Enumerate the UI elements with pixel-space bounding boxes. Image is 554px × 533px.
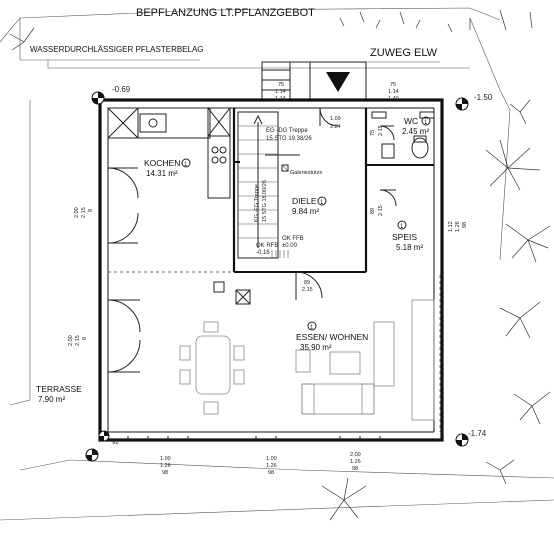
stair-upper-note: EG -DG Treppe xyxy=(266,128,308,134)
dim-bottom-3-2: 98 xyxy=(352,466,358,472)
dim-left-lower-2: 8 xyxy=(82,337,88,340)
stair-upper-steps: 15 STG 19.38/26 xyxy=(266,136,312,142)
stair-lower-steps: 15 STG 18.00/26 xyxy=(262,180,268,222)
dim-entry-left-1: 1.14 xyxy=(275,89,286,95)
entrance-note: ZUWEG ELW xyxy=(370,47,438,59)
ok-rfb-val: -0.16 xyxy=(256,250,270,256)
level-nw: -0.69 xyxy=(112,85,131,94)
dim-right-win-2: 98 xyxy=(462,222,468,228)
room-wc-name: WC xyxy=(404,116,418,126)
dim-entry-right-2: 1.40 xyxy=(388,96,399,102)
building-walls xyxy=(98,98,444,442)
dim-entry-right-1: 1.14 xyxy=(388,89,399,95)
dim-living-door-0: 89 xyxy=(304,280,310,286)
dim-left-upper-2: 8 xyxy=(88,209,94,212)
site-context xyxy=(0,7,554,521)
dim-bottom-1-0: 1.00 xyxy=(160,456,171,462)
dim-entry-right-0: 75 xyxy=(390,82,396,88)
wc-fixtures xyxy=(371,111,435,159)
dim-diele-door-1: 2.24 xyxy=(330,124,341,130)
dim-left-lower-1: 2.15 xyxy=(75,335,81,346)
stair-lower-note: KG -EG Treppe xyxy=(254,184,260,222)
level-ne: -1.50 xyxy=(474,93,493,102)
ok-ffb: OK FFB xyxy=(282,236,304,242)
level-se: -1.74 xyxy=(468,429,487,438)
dim-entry-left-0: 75 xyxy=(278,82,284,88)
ok-rfb: OK RFB xyxy=(256,243,278,249)
planting-note: BEPFLANZUNG LT.PFLANZGEBOT xyxy=(136,7,315,19)
room-diele-name: DIELE xyxy=(292,196,317,206)
room-speis-area: 5.18 m² xyxy=(396,243,423,252)
ok-ffb-val: ±0.00 xyxy=(282,243,298,249)
door-swings xyxy=(107,107,397,373)
dim-bottom-2-0: 1.00 xyxy=(266,456,277,462)
dim-left-upper-1: 2.15 xyxy=(81,207,87,218)
paving-note: WASSERDURCHLÄSSIGER PFLASTERBELAG xyxy=(30,45,204,54)
dim-corner: 92 xyxy=(112,440,119,446)
room-kochen-name: KOCHEN xyxy=(144,158,180,168)
room-speis-number: 1 xyxy=(400,224,404,230)
dim-diele-door-0: 1.09 xyxy=(330,116,341,122)
dim-bottom-1-2: 98 xyxy=(162,470,168,476)
dimension-labels: 75 1.14 1.14 75 1.14 1.40 1.09 2.24 75 2… xyxy=(68,82,468,476)
room-wc-area: 2.45 m² xyxy=(402,127,429,136)
room-essen-area: 35.90 m² xyxy=(300,343,332,352)
room-diele-area: 9.84 m² xyxy=(292,207,319,216)
room-speis-name: SPEIS xyxy=(392,232,417,242)
dim-bottom-2-1: 1.26 xyxy=(266,463,277,469)
room-kochen-area: 14.31 m² xyxy=(146,169,178,178)
dim-left-lower-0: 2.00 xyxy=(68,335,74,346)
stair xyxy=(237,111,300,259)
dim-living-door-1: 2.15 xyxy=(302,287,313,293)
dim-wc-door-0: 75 xyxy=(370,130,376,136)
living-furniture xyxy=(179,281,435,421)
room-essen-number: 1 xyxy=(310,325,314,331)
room-kochen-number: 1 xyxy=(184,162,188,168)
dim-right-win-0: 1.12 xyxy=(448,221,454,232)
dim-bottom-2-2: 98 xyxy=(268,470,274,476)
room-terrasse-area: 7.90 m² xyxy=(38,395,65,404)
gallery-note: Galeriestütze xyxy=(290,170,322,176)
kitchen-furniture xyxy=(107,107,231,199)
room-terrasse-name: TERRASSE xyxy=(36,384,82,394)
dim-wc-door-1: 2.15 xyxy=(378,125,384,136)
dim-bottom-3-1: 1.26 xyxy=(350,459,361,465)
room-wc-number: 1 xyxy=(424,120,428,126)
dim-bottom-1-1: 1.26 xyxy=(160,463,171,469)
room-diele-number: 1 xyxy=(320,200,324,206)
room-essen-name: ESSEN/ WOHNEN xyxy=(296,332,368,342)
level-markers xyxy=(85,91,469,462)
dim-entry-left-2: 1.14 xyxy=(275,96,286,102)
dim-bottom-3-0: 2.00 xyxy=(350,452,361,458)
dim-speis-door-1: 2.15 xyxy=(378,205,384,216)
dim-left-upper-0: 2.00 xyxy=(74,207,80,218)
plants xyxy=(9,9,551,521)
dim-right-win-1: 1.26 xyxy=(455,221,461,232)
dim-speis-door-0: 89 xyxy=(370,208,376,214)
